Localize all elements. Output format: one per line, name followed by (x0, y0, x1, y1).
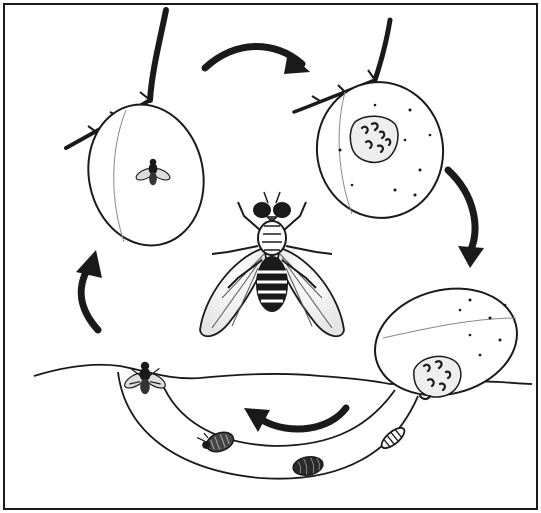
tunnel-inner (160, 378, 395, 446)
arrowhead-1-to-2 (284, 52, 310, 74)
abdomen (256, 256, 288, 312)
arrow-5-to-1 (81, 268, 98, 330)
stage-emerging-adult (122, 362, 167, 394)
right-eye (273, 202, 291, 218)
adult-fly-center (200, 192, 344, 336)
branch-stem-1 (150, 10, 166, 100)
arrowhead-5-to-1 (76, 250, 102, 278)
stage-fallen-fruit (364, 274, 529, 410)
larva-icon (378, 424, 407, 451)
stage-infested-fruit (294, 20, 452, 226)
stage-adult-on-fruit (66, 10, 217, 256)
arrow-3-to-4 (262, 408, 346, 429)
left-eye (253, 202, 271, 218)
arrowhead-2-to-3 (458, 246, 484, 268)
antennae (264, 192, 280, 203)
arrow-2-to-3 (448, 170, 475, 252)
branch-stem-2 (375, 20, 390, 80)
